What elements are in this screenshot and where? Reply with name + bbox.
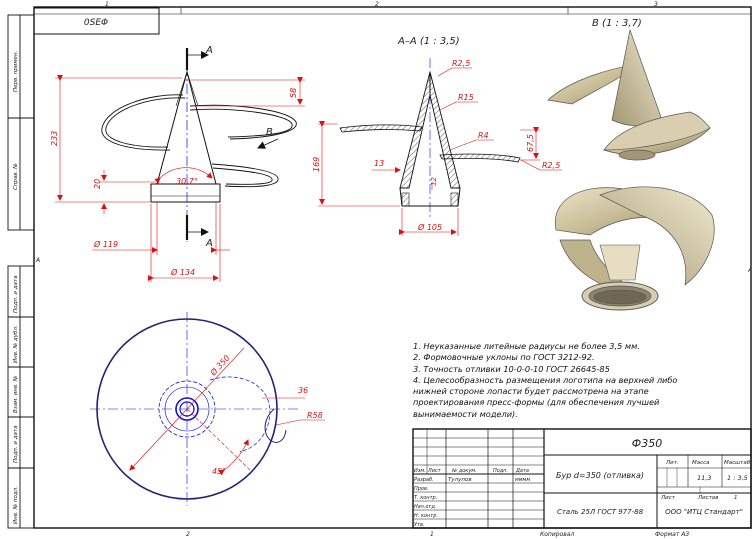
zone-mark-top-3: 3 [654, 1, 658, 8]
tb-row-utv: Утв. [414, 522, 425, 528]
note-4-line3: проектирования пресс-формы (для обеспече… [413, 397, 660, 408]
sec-dim-r15: R15 [458, 93, 474, 102]
tb-row-nkontr: Н. контр. [414, 513, 438, 519]
tb-mass-value: 11,3 [697, 474, 711, 482]
tb-col-izm: Изм. [414, 468, 426, 474]
tb-col-date: Дата [515, 468, 529, 474]
tb-sheets-label: Листов [697, 495, 719, 501]
zone-mark-bottom-2: 2 [186, 531, 190, 538]
sec-dim-r25-bottom: R2,5 [542, 161, 560, 170]
tb-lit-label: Лит. [665, 460, 679, 466]
dim-233: 233 [50, 131, 59, 146]
section-view: A–A (1 : 3,5) [312, 36, 562, 236]
note-3: 3. Точность отливки 10-0-0-10 ГОСТ 26645… [413, 363, 610, 374]
tb-row-razrab: Разраб. [414, 477, 434, 483]
top-dim-45: 45° [212, 467, 226, 476]
zone-mark-right: A [747, 267, 752, 274]
iso-title: B (1 : 3,7) [592, 18, 642, 29]
sec-dim-12: 12 [430, 177, 438, 186]
tb-name: Бур d=350 (отливка) [556, 471, 644, 480]
sec-dim-169: 169 [312, 157, 321, 172]
tb-col-list: Лист [427, 468, 442, 474]
dim-d119: Ø 119 [93, 239, 118, 249]
tb-sheets-value: 1 [734, 495, 738, 501]
sec-dim-r25-top: R2,5 [452, 59, 470, 68]
cut-marker-top: А [205, 45, 213, 56]
zone-mark-top-2: 2 [375, 1, 379, 8]
sec-dim-d105: Ø 105 [417, 222, 442, 232]
dim-angle: 30,7° [176, 177, 198, 186]
note-4-line2: нижней стороне лопасти будет рассмотрена… [413, 386, 649, 397]
tb-company: ООО "ИТЦ Стандарт" [665, 508, 743, 516]
tb-col-sign: Подп. [493, 468, 508, 474]
strip-label-1: Перв. примен. [13, 50, 19, 92]
strip-label-3: Подп. и дата [13, 275, 19, 313]
tb-col-doc: № докум. [451, 468, 477, 474]
dim-58: 58 [289, 88, 298, 98]
tb-row-prov: Пров. [414, 486, 429, 492]
doc-code-box: 0SEΦ [84, 18, 108, 28]
strip-label-7: Инв. № подл. [13, 486, 19, 524]
sec-dim-675: 67,5 [526, 134, 535, 152]
strip-label-6: Подп. и дата [13, 425, 19, 463]
tb-designation: Ф350 [632, 437, 662, 450]
tech-notes: 1. Неуказанные литейные радиусы не более… [413, 341, 748, 420]
section-title: A–A (1 : 3,5) [397, 36, 460, 47]
top-dim-36: 36 [298, 386, 308, 395]
left-strip [7, 14, 35, 529]
tb-date-stamp: мммм [515, 477, 530, 483]
strip-label-4: Инв. № дубл. [13, 325, 19, 363]
tb-scale-label: Масштаб [724, 460, 751, 466]
footer-format: Формат А3 [655, 531, 689, 538]
tb-scale-value: 1 : 3,5 [727, 474, 748, 482]
tb-developer: Тулупов [448, 477, 472, 483]
main-view: А А [50, 45, 305, 282]
tb-sheet-label: Лист [660, 495, 676, 501]
zone-mark-top-1: 1 [105, 1, 109, 8]
note-4-line4: вынимаемости модели). [413, 408, 518, 419]
note-4: 4. Целесообразность размещения логотипа … [413, 374, 678, 385]
note-1: 1. Неуказанные литейные радиусы не более… [413, 341, 640, 351]
tb-material: Сталь 25Л ГОСТ 977-88 [557, 508, 644, 516]
tb-mass-label: Масса [692, 460, 710, 466]
dim-20: 20 [93, 179, 102, 189]
strip-label-2: Справ. № [13, 163, 19, 190]
note-2: 2. Формовочные уклоны по ГОСТ 3212-92. [413, 352, 595, 363]
top-dim-r58: R58 [307, 411, 323, 420]
zone-mark-left: A [35, 257, 40, 264]
zone-mark-bottom-1: 1 [430, 531, 434, 538]
iso-view: B (1 : 3,7) [547, 18, 715, 311]
dim-d134: Ø 134 [170, 267, 195, 277]
title-block-lines [412, 428, 752, 529]
top-view: Ø 350 36 R58 45° [90, 312, 325, 506]
strip-label-5: Взам. инв. № [13, 375, 19, 413]
cut-marker-bottom: А [205, 238, 213, 249]
sec-dim-13: 13 [374, 159, 384, 168]
tb-row-nachotd: Нач.отд. [414, 504, 436, 510]
sec-dim-r4: R4 [478, 131, 489, 140]
view-arrow-b: B [266, 127, 273, 138]
footer-copied: Копировал [540, 531, 574, 538]
tb-row-tkontr: Т. контр. [414, 495, 437, 501]
